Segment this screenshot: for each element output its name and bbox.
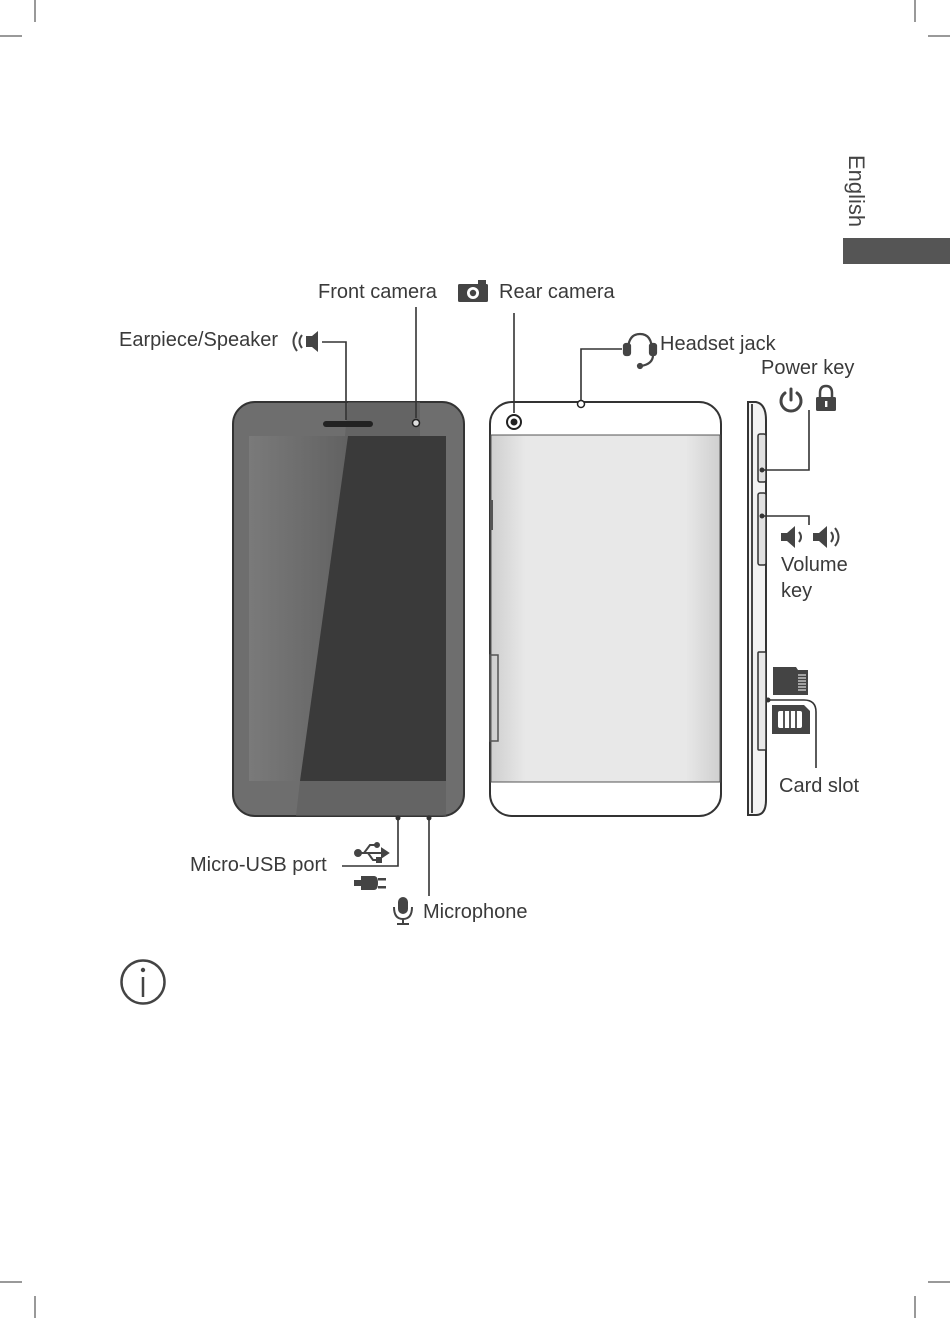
headset-jack-label: Headset jack	[660, 334, 776, 354]
speaker-icon	[294, 331, 319, 352]
back-panel	[491, 435, 720, 782]
power-key-button	[758, 434, 766, 482]
microphone-label: Microphone	[423, 902, 528, 922]
callout-headset	[581, 349, 622, 400]
volume-up-icon	[813, 526, 839, 548]
lock-icon	[816, 386, 836, 411]
volume-key-label-line1: Volume	[781, 555, 848, 575]
volume-key-button	[758, 493, 766, 565]
camera-icon	[458, 280, 488, 302]
microphone-icon	[394, 897, 412, 924]
callout-usb	[342, 818, 398, 866]
headset-jack-hole	[578, 401, 585, 408]
power-key-label: Power key	[761, 358, 854, 378]
sim-card-icon	[772, 705, 810, 734]
headset-icon	[624, 334, 656, 368]
microsd-card-icon	[773, 667, 808, 695]
front-camera-label: Front camera	[318, 282, 437, 302]
volume-down-icon	[781, 526, 801, 548]
callout-volume	[762, 516, 809, 525]
rear-camera-label: Rear camera	[499, 282, 615, 302]
charger-plug-icon	[354, 876, 386, 890]
card-slot-label: Card slot	[779, 776, 859, 796]
volume-key-label-line2: key	[781, 581, 812, 601]
power-icon	[781, 389, 801, 411]
card-slot-cover	[758, 652, 766, 750]
callout-power	[762, 410, 809, 470]
micro-usb-port-label: Micro-USB port	[190, 855, 327, 875]
side-view	[748, 402, 766, 815]
front-camera-lens	[413, 420, 420, 427]
earpiece-speaker-label: Earpiece/Speaker	[119, 330, 278, 350]
earpiece-slot	[323, 421, 373, 427]
front-view	[233, 402, 464, 816]
back-view	[490, 401, 721, 817]
usb-icon	[355, 843, 388, 862]
info-icon	[122, 961, 165, 1004]
